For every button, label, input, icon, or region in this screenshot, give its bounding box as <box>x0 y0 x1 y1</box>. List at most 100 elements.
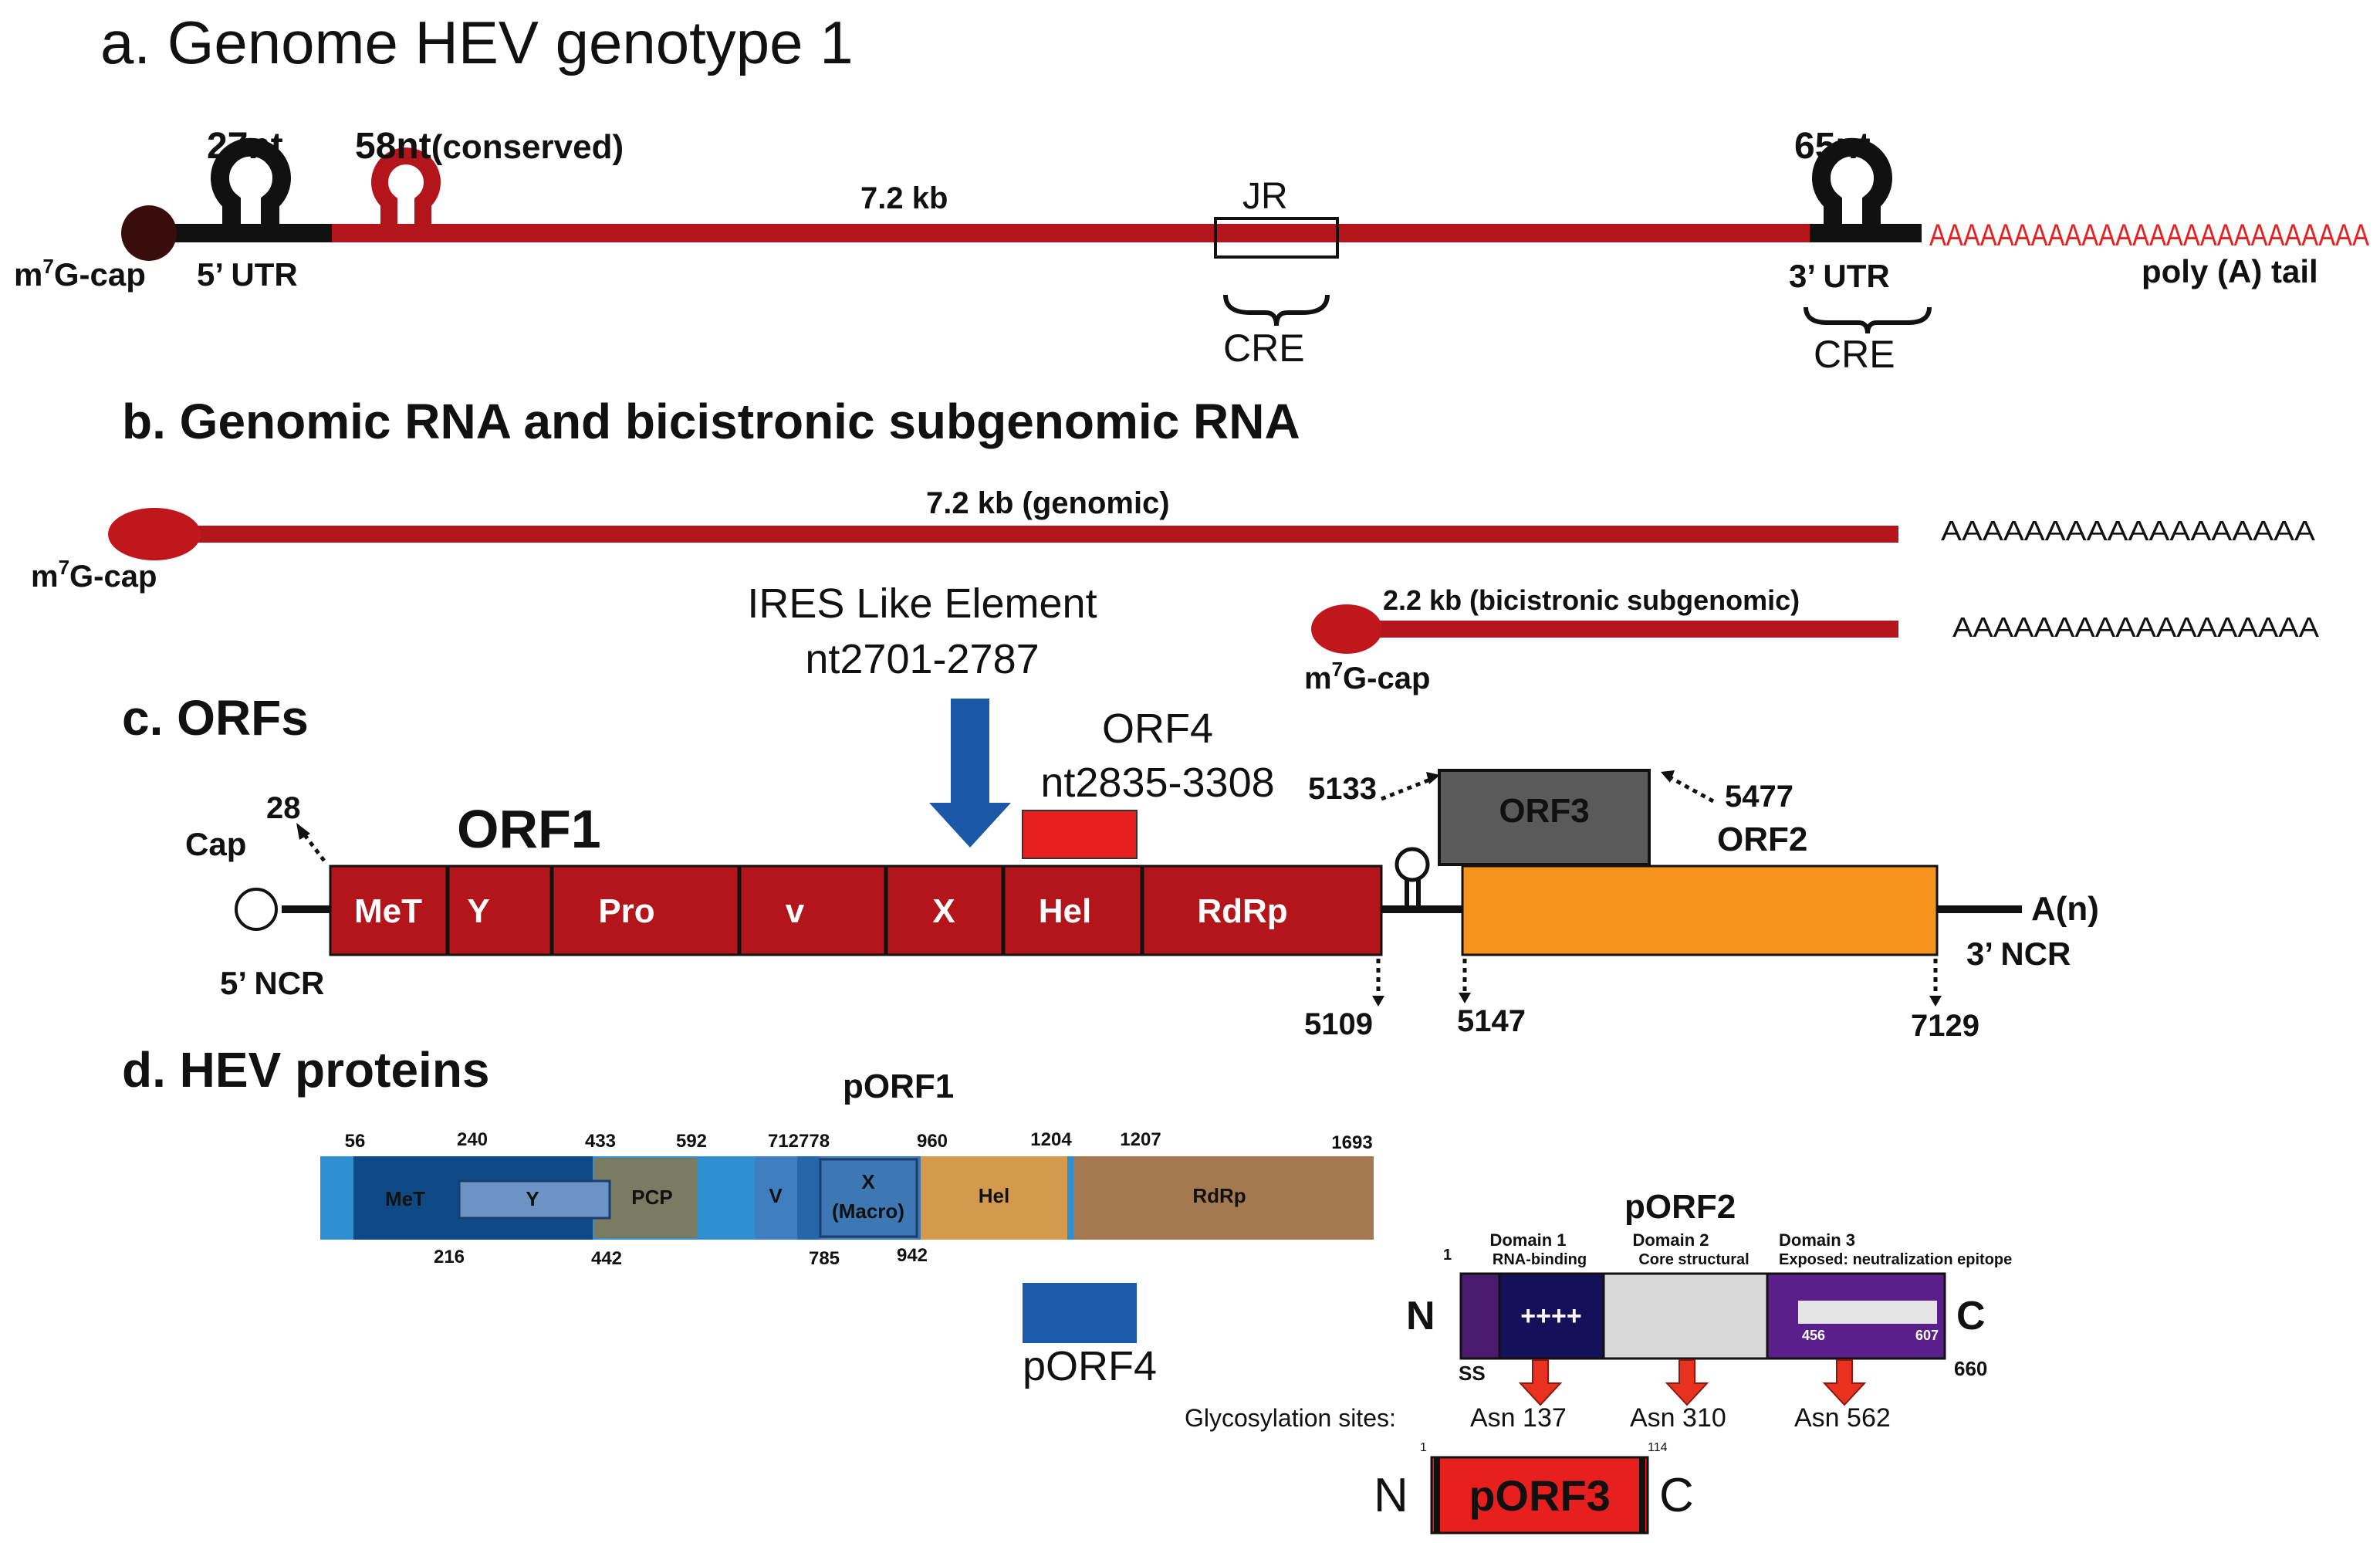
hairpin-65nt-label: 65nt <box>1794 126 1871 167</box>
porf1-pos-1204: 1204 <box>1030 1129 1072 1150</box>
porf3-end: 114 <box>1648 1441 1668 1454</box>
porf2-bar <box>1459 1272 1946 1360</box>
porf1-pos-433: 433 <box>585 1131 616 1152</box>
hairpin-27nt-label: 27nt <box>207 126 283 167</box>
orf2-label: ORF2 <box>1717 821 1807 858</box>
hairpin-58nt-label: 58nt(conserved) <box>355 126 624 167</box>
ncr3-label: 3’ NCR <box>1966 936 2071 972</box>
orf1-domain-rdrp: RdRp <box>1197 892 1287 930</box>
porf1-pos-592: 592 <box>676 1131 707 1152</box>
dotted-arrows <box>301 773 1938 1000</box>
pos-5477: 5477 <box>1725 780 1793 814</box>
orf1-domain-pro: Pro <box>598 892 654 930</box>
subgenomic-rna-label: 2.2 kb (bicistronic subgenomic) <box>1383 584 1800 616</box>
porf1-pos-712778: 712778 <box>768 1131 830 1152</box>
porf1-domain-x: X <box>861 1170 875 1193</box>
porf1-bar <box>320 1156 1374 1240</box>
genomic-rna-cap <box>108 508 201 560</box>
domain3-title: Domain 3 <box>1779 1230 1855 1250</box>
domain2-title: Domain 2 <box>1632 1230 1709 1250</box>
jr-label: JR <box>1242 176 1288 217</box>
porf1-pos-942: 942 <box>897 1245 928 1266</box>
porf2-c-label: C <box>1956 1294 1986 1338</box>
polya-subgenomic: AAAAAAAAAAAAAAAAAA <box>1952 611 2319 643</box>
orf1-box <box>329 865 1383 956</box>
genomic-rna-label: 7.2 kb (genomic) <box>926 486 1170 520</box>
pos-5147: 5147 <box>1457 1004 1526 1038</box>
cre-label-1: CRE <box>1223 327 1305 370</box>
ires-arrow-icon <box>929 699 1011 848</box>
pos-5133: 5133 <box>1308 772 1377 806</box>
porf1-domain-met: MeT <box>385 1187 425 1210</box>
orf4-label-line1: ORF4 <box>1102 706 1213 752</box>
dotted-arrow-heads <box>296 770 1942 1007</box>
cre-brace-2 <box>1804 306 1932 334</box>
porf1-pos-960: 960 <box>917 1131 948 1152</box>
glyco-site-562: Asn 562 <box>1794 1403 1891 1433</box>
ss-label: SS <box>1459 1362 1486 1385</box>
jr-box <box>1214 217 1339 259</box>
section-d-title: d. HEV proteins <box>122 1042 490 1098</box>
porf1-label: pORF1 <box>843 1068 954 1105</box>
hairpin-27nt <box>211 137 291 224</box>
porf3-c-label: C <box>1659 1469 1694 1522</box>
cap-label-b2: m7G-cap <box>1304 658 1430 695</box>
pos-28: 28 <box>266 791 301 825</box>
subgenomic-rna-cap <box>1311 604 1382 654</box>
pos-5109: 5109 <box>1304 1007 1373 1041</box>
section-a-title: a. Genome HEV genotype 1 <box>100 8 854 76</box>
section-b-title: b. Genomic RNA and bicistronic subgenomi… <box>122 394 1300 449</box>
utr5-label: 5’ UTR <box>197 256 298 293</box>
orf2-box <box>1461 865 1939 956</box>
porf1-pos-56: 56 <box>345 1131 366 1152</box>
porf2-label: pORF2 <box>1624 1188 1736 1226</box>
ires-label-line2: nt2701-2787 <box>805 636 1039 682</box>
hairpin-65nt <box>1812 137 1892 224</box>
epitope-end: 607 <box>1915 1328 1939 1343</box>
orf-cap-circle <box>235 888 278 931</box>
orf1-domain-v: v <box>786 892 805 930</box>
polya-label: poly (A) tail <box>2142 253 2318 289</box>
domain1-sub: RNA-binding <box>1493 1251 1587 1268</box>
porf1-domain-y: Y <box>526 1187 539 1210</box>
porf1-domain-v: V <box>769 1184 783 1207</box>
porf3-label: pORF3 <box>1469 1471 1611 1520</box>
cap-dot <box>121 205 177 261</box>
glyco-label: Glycosylation sites: <box>1185 1404 1396 1432</box>
porf1-pos-240: 240 <box>457 1129 488 1150</box>
utr3-label: 3’ UTR <box>1789 258 1890 294</box>
polya-tail-a: AAAAAAAAAAAAAAAAAAAAAAAAAA <box>1929 218 2369 252</box>
domain3-sub: Exposed: neutralization epitope <box>1779 1251 2012 1268</box>
porf1-pos-1693: 1693 <box>1331 1132 1372 1153</box>
orf1-domain-met: MeT <box>354 892 422 930</box>
orf1-domain-x: X <box>932 892 955 930</box>
porf1-pos-442: 442 <box>591 1248 622 1269</box>
cre-brace-1 <box>1223 294 1330 327</box>
genome-length-label: 7.2 kb <box>860 181 948 215</box>
orf-hairpin-loop <box>1395 847 1430 882</box>
orf3-label: ORF3 <box>1499 792 1589 830</box>
domain2-sub: Core structural <box>1638 1251 1749 1268</box>
porf1-pos-1207: 1207 <box>1120 1129 1161 1150</box>
porf1-pos-216: 216 <box>434 1247 465 1267</box>
orf1-domain-y: Y <box>467 892 489 930</box>
porf1-domain-hel: Hel <box>979 1184 1009 1207</box>
porf2-n-label: N <box>1406 1294 1435 1338</box>
glyco-site-137: Asn 137 <box>1470 1403 1567 1433</box>
polya-genomic: AAAAAAAAAAAAAAAAAA <box>1941 515 2315 546</box>
orf1-label: ORF1 <box>457 799 601 859</box>
porf1-domain-pcp: PCP <box>631 1186 672 1209</box>
cap-label-b1: m7G-cap <box>31 556 157 594</box>
porf2-end: 660 <box>1954 1357 1987 1380</box>
cap-label-a: m7G-cap <box>14 255 146 293</box>
glycosylation-arrows <box>1518 1359 1867 1406</box>
orf4-box <box>1022 810 1138 859</box>
an-label: A(n) <box>2031 890 2099 928</box>
porf2-start: 1 <box>1443 1247 1452 1264</box>
section-c-title: c. ORFs <box>122 690 309 746</box>
orf3-box <box>1438 769 1651 866</box>
pos-7129: 7129 <box>1911 1009 1979 1043</box>
domain1-charge: ++++ <box>1520 1301 1581 1331</box>
porf1-domain-rdrp: RdRp <box>1192 1184 1246 1207</box>
